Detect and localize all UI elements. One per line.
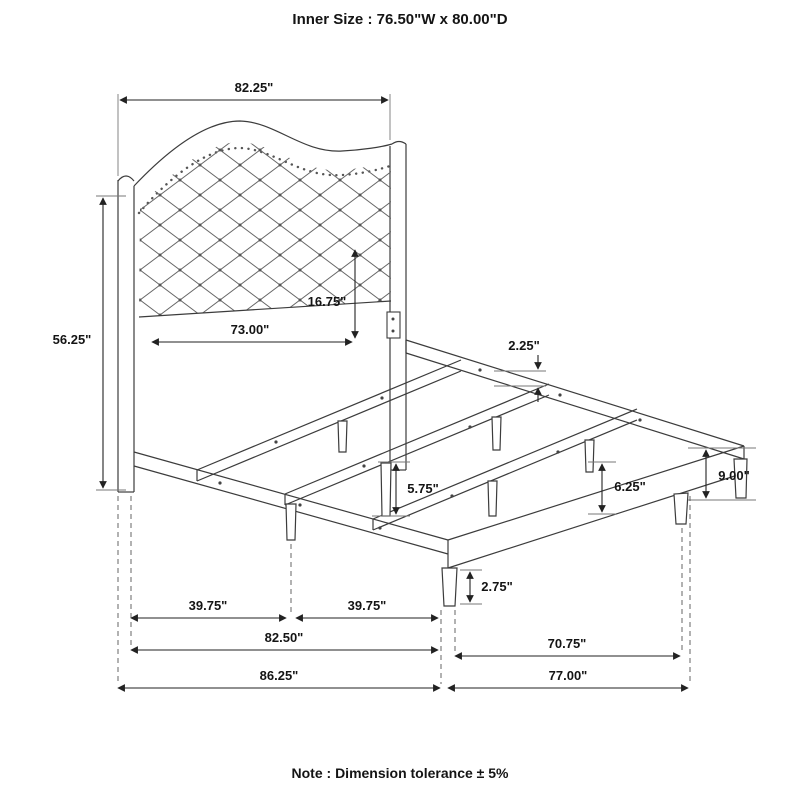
- dim-overall-depth: 77.00": [549, 668, 588, 683]
- bed-frame-drawing: [133, 311, 748, 607]
- slat-leg: [584, 439, 595, 473]
- dim-frame-width: 82.50": [265, 630, 304, 645]
- dim-rail-thickness: 2.25": [508, 338, 539, 353]
- dim-headboard-width: 82.25": [235, 80, 274, 95]
- footboard-near-leg: [441, 567, 458, 607]
- dim-headboard-height: 56.25": [53, 332, 92, 347]
- center-leg-5-75: [380, 462, 392, 517]
- tufted-panel: [139, 142, 391, 317]
- dim-frame-height: 9.00": [718, 468, 749, 483]
- dim-overall-width: 86.25": [260, 668, 299, 683]
- footboard-mid-leg: [673, 492, 689, 525]
- rail-bracket: [386, 311, 401, 339]
- dim-center-leg-height: 5.75": [407, 481, 438, 496]
- dim-foot-leg-height: 2.75": [481, 579, 512, 594]
- footboard-far-leg: [733, 458, 748, 499]
- dim-half-width-right: 39.75": [348, 598, 387, 613]
- dim-footboard-height: 6.25": [614, 479, 645, 494]
- slat-leg: [487, 480, 498, 517]
- headboard-drawing: [117, 120, 407, 493]
- slat-leg: [491, 416, 502, 451]
- slat-leg: [337, 420, 348, 453]
- extension-lines: [96, 94, 756, 684]
- dim-side-depth: 70.75": [548, 636, 587, 651]
- dim-panel-height: 16.75": [308, 294, 347, 309]
- tolerance-note: Note : Dimension tolerance ± 5%: [292, 765, 510, 781]
- dimension-annotations: 82.25" 56.25" 73.00" 16.75" 2.25" 9.00" …: [53, 80, 750, 692]
- page-title: Inner Size : 76.50"W x 80.00"D: [292, 11, 507, 28]
- center-front-leg: [285, 503, 297, 541]
- dim-half-width-left: 39.75": [189, 598, 228, 613]
- dim-inner-width: 73.00": [231, 322, 270, 337]
